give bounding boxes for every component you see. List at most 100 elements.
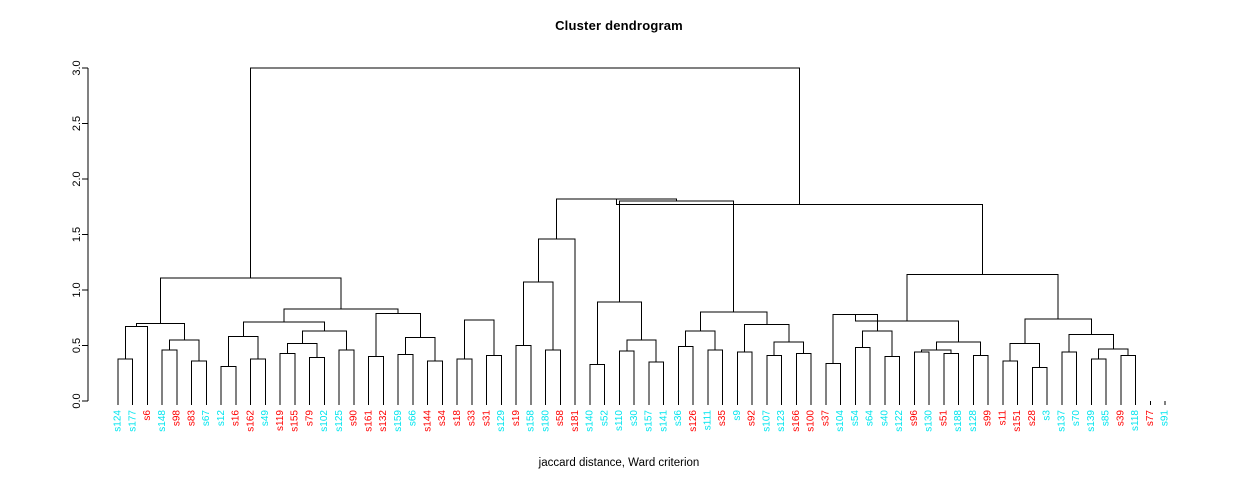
leaf-label: s188 [953,410,964,432]
dendrogram-branch [309,357,325,401]
dendrogram-branch [1031,367,1048,401]
leaf-label: s132 [378,410,389,432]
leaf-label: s177 [127,410,138,432]
leaf-label: s159 [393,410,404,432]
leaf-label: s92 [747,410,758,427]
leaf-label: s30 [629,410,640,427]
leaf-label: s66 [408,410,419,427]
dendrogram-branch [287,342,318,358]
dendrogram-branch [405,337,436,362]
leaf-label: s34 [437,410,448,427]
leaf-label: s52 [599,410,610,427]
y-axis-tick-label: 0.0 [71,393,83,408]
leaf-label: s9 [732,410,743,421]
dendrogram-branch [427,360,443,401]
dendrogram-branch [1002,360,1019,401]
leaf-label: s31 [481,410,492,427]
y-axis-tick-label: 3.0 [71,60,83,75]
leaf-label: s58 [555,410,566,427]
leaf-label: s49 [260,410,271,427]
leaf-label: s180 [540,410,551,432]
leaf-label: s128 [968,410,979,432]
leaf-label: s67 [201,410,212,427]
dendrogram-branch [1061,351,1078,401]
leaf-label: s151 [1012,410,1023,432]
leaf-label: s64 [865,410,876,427]
dendrogram-branch [1009,342,1041,368]
leaf-label: s137 [1056,410,1067,432]
dendrogram-branch [884,356,901,401]
leaf-label: s99 [983,410,994,427]
dendrogram-branch [913,351,930,401]
leaf-label: s85 [1101,410,1112,427]
leaf-label: s141 [658,410,669,432]
leaf-label: s126 [688,410,699,432]
dendrogram-branch [456,358,473,401]
dendrogram-branch [375,312,421,357]
dendrogram-branch [220,366,237,401]
leaf-label: s130 [924,410,935,432]
leaf-label: s124 [113,410,124,432]
leaf-label: s11 [997,410,1008,426]
leaf-label: s158 [526,410,537,432]
dendrogram-branch [1120,354,1137,401]
dendrogram-branches [117,67,1137,401]
dendrogram-branch [537,238,576,401]
dendrogram-branch [397,353,414,401]
leaf-label: s181 [570,410,581,432]
leaf-label: s39 [1115,410,1126,427]
dendrogram-branch [191,360,207,401]
leaf-label: s129 [496,410,507,432]
leaf-label: s91 [1160,410,1171,427]
y-axis-tick-label: 2.0 [71,171,83,186]
dendrogram-branch [906,273,1059,322]
dendrogram-branch [736,351,753,401]
leaf-label: s157 [644,410,655,432]
dendrogram-branch [862,330,893,357]
dendrogram-branch [368,356,384,401]
dendrogram-branch [766,354,783,401]
leaf-label: s123 [776,410,787,432]
leaf-label: s90 [349,410,360,427]
y-axis-tick-label: 1.5 [71,227,83,242]
dendrogram-branch [464,319,495,359]
dendrogram-branch [279,352,296,401]
y-axis-tick-label: 2.5 [71,116,83,131]
y-axis: 0.00.51.01.52.02.53.0 [71,60,89,409]
leaf-label: s119 [275,410,286,431]
leaf-label: s83 [186,410,197,427]
leaf-label: s110 [614,410,625,431]
dendrogram-branch [301,330,348,350]
leaf-label: s98 [172,410,183,427]
dendrogram-branch [1024,318,1092,344]
leaf-label: s104 [835,410,846,432]
leaf-label: s122 [894,410,905,432]
dendrogram-branch [545,349,561,401]
dendrogram-branch [795,352,812,401]
dendrogram-branch [283,308,399,323]
dendrogram-branch [616,198,984,275]
dendrogram-branch [1098,348,1129,359]
leaf-label: s125 [334,410,345,432]
dendrogram-branch [161,349,178,401]
leaf-label: s111 [702,410,713,431]
leaf-label: s118 [1130,410,1141,431]
leaf-label: s162 [245,410,256,432]
dendrogram-branch [589,363,606,401]
dendrogram-branch [943,352,960,401]
leaf-label: s148 [157,410,168,432]
dendrogram-branch [618,350,635,401]
leaf-label: s3 [1042,410,1053,421]
dendrogram-branch [1090,358,1107,401]
leaf-label: s107 [761,410,772,432]
leaf-label: s37 [820,410,831,427]
dendrogram-branch [677,346,694,401]
dendrogram-branch [972,354,989,401]
leaf-label: s96 [909,410,920,427]
leaf-label: s100 [806,410,817,432]
leaf-label: s79 [304,410,315,427]
dendrogram-branch [515,345,532,401]
leaf-label: s139 [1086,410,1097,432]
